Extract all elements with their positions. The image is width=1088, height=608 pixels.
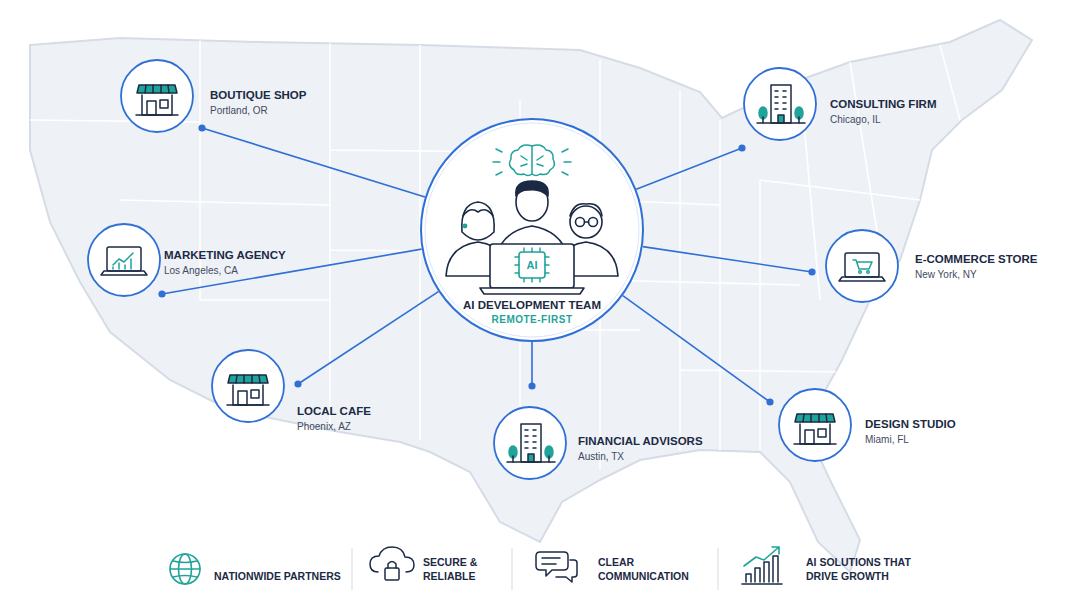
client-node: FINANCIAL ADVISORSAustin, TX xyxy=(493,406,707,480)
client-icon xyxy=(825,229,899,303)
connector-line xyxy=(623,296,770,402)
client-node: DESIGN STUDIOMiami, FL xyxy=(778,388,960,462)
feature-label: CLEAR COMMUNICATION xyxy=(598,555,698,583)
connector-line xyxy=(643,247,812,272)
feature-label: AI SOLUTIONS THAT DRIVE GROWTH xyxy=(806,555,931,583)
client-node: BOUTIQUE SHOPPortland, OR xyxy=(120,59,310,133)
client-name: LOCAL CAFE xyxy=(297,403,371,419)
connector-line xyxy=(202,128,425,197)
client-node: CONSULTING FIRMChicago, IL xyxy=(743,67,940,141)
client-name: BOUTIQUE SHOP xyxy=(210,87,306,103)
connector-line xyxy=(298,292,438,384)
chip-label: AI xyxy=(519,252,545,278)
client-location: Miami, FL xyxy=(865,432,909,447)
connector-dot xyxy=(198,124,205,131)
connector-line xyxy=(531,342,533,386)
client-icon xyxy=(493,406,567,480)
connector-dot xyxy=(766,398,773,405)
connector-line xyxy=(636,148,742,189)
client-node: LOCAL CAFEPhoenix, AZ xyxy=(211,349,375,438)
client-location: Portland, OR xyxy=(210,103,268,118)
client-name: FINANCIAL ADVISORS xyxy=(578,433,703,449)
client-location: Phoenix, AZ xyxy=(297,419,351,434)
client-icon xyxy=(211,349,285,423)
connector-dot xyxy=(808,268,815,275)
client-location: Austin, TX xyxy=(578,449,624,464)
feature-label: SECURE & RELIABLE xyxy=(423,555,495,583)
client-location: Chicago, IL xyxy=(830,112,881,127)
connector-dot xyxy=(294,380,301,387)
client-icon xyxy=(778,388,852,462)
team-subtitle: REMOTE-FIRST xyxy=(420,314,644,326)
client-location: Los Angeles, CA xyxy=(164,263,238,278)
client-name: DESIGN STUDIO xyxy=(865,416,956,432)
connector-dot xyxy=(738,144,745,151)
client-location: New York, NY xyxy=(915,267,977,282)
client-node: MARKETING AGENCYLos Angeles, CA xyxy=(87,223,290,297)
team-title: AI DEVELOPMENT TEAM xyxy=(420,298,644,312)
client-name: E-COMMERCE STORE xyxy=(915,251,1037,267)
feature-label: NATIONWIDE PARTNERS xyxy=(214,569,341,583)
client-icon xyxy=(87,223,161,297)
connector-dot xyxy=(528,382,535,389)
client-name: CONSULTING FIRM xyxy=(830,96,936,112)
team-circle: AI AI DEVELOPMENT TEAM REMOTE-FIRST xyxy=(420,118,644,342)
client-icon xyxy=(120,59,194,133)
client-name: MARKETING AGENCY xyxy=(164,247,286,263)
connector-dot xyxy=(158,290,165,297)
client-icon xyxy=(743,67,817,141)
client-node: E-COMMERCE STORENew York, NY xyxy=(825,229,1041,303)
